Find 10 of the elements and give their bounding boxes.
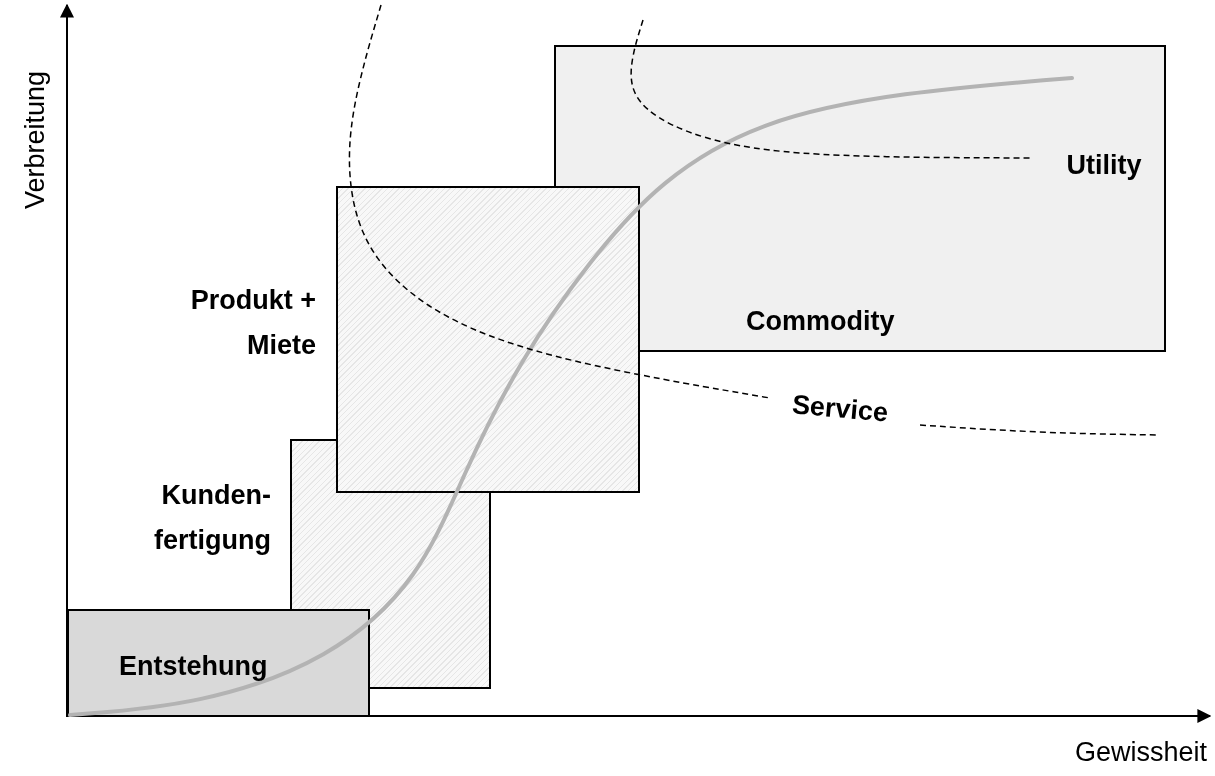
stage-box <box>67 609 370 717</box>
stage-label: Kunden- fertigung <box>153 479 271 557</box>
axis-label: Verbreitung <box>19 70 51 210</box>
axis-label: Gewissheit <box>1075 736 1207 768</box>
curve-label: Service <box>790 389 890 429</box>
stage-label: Produkt + Miete <box>189 284 316 362</box>
commodity-box <box>554 45 1166 352</box>
curve-label: Utility <box>1066 149 1142 181</box>
stage-label: Entstehung <box>119 650 268 683</box>
stage-label: Commodity <box>746 305 895 338</box>
